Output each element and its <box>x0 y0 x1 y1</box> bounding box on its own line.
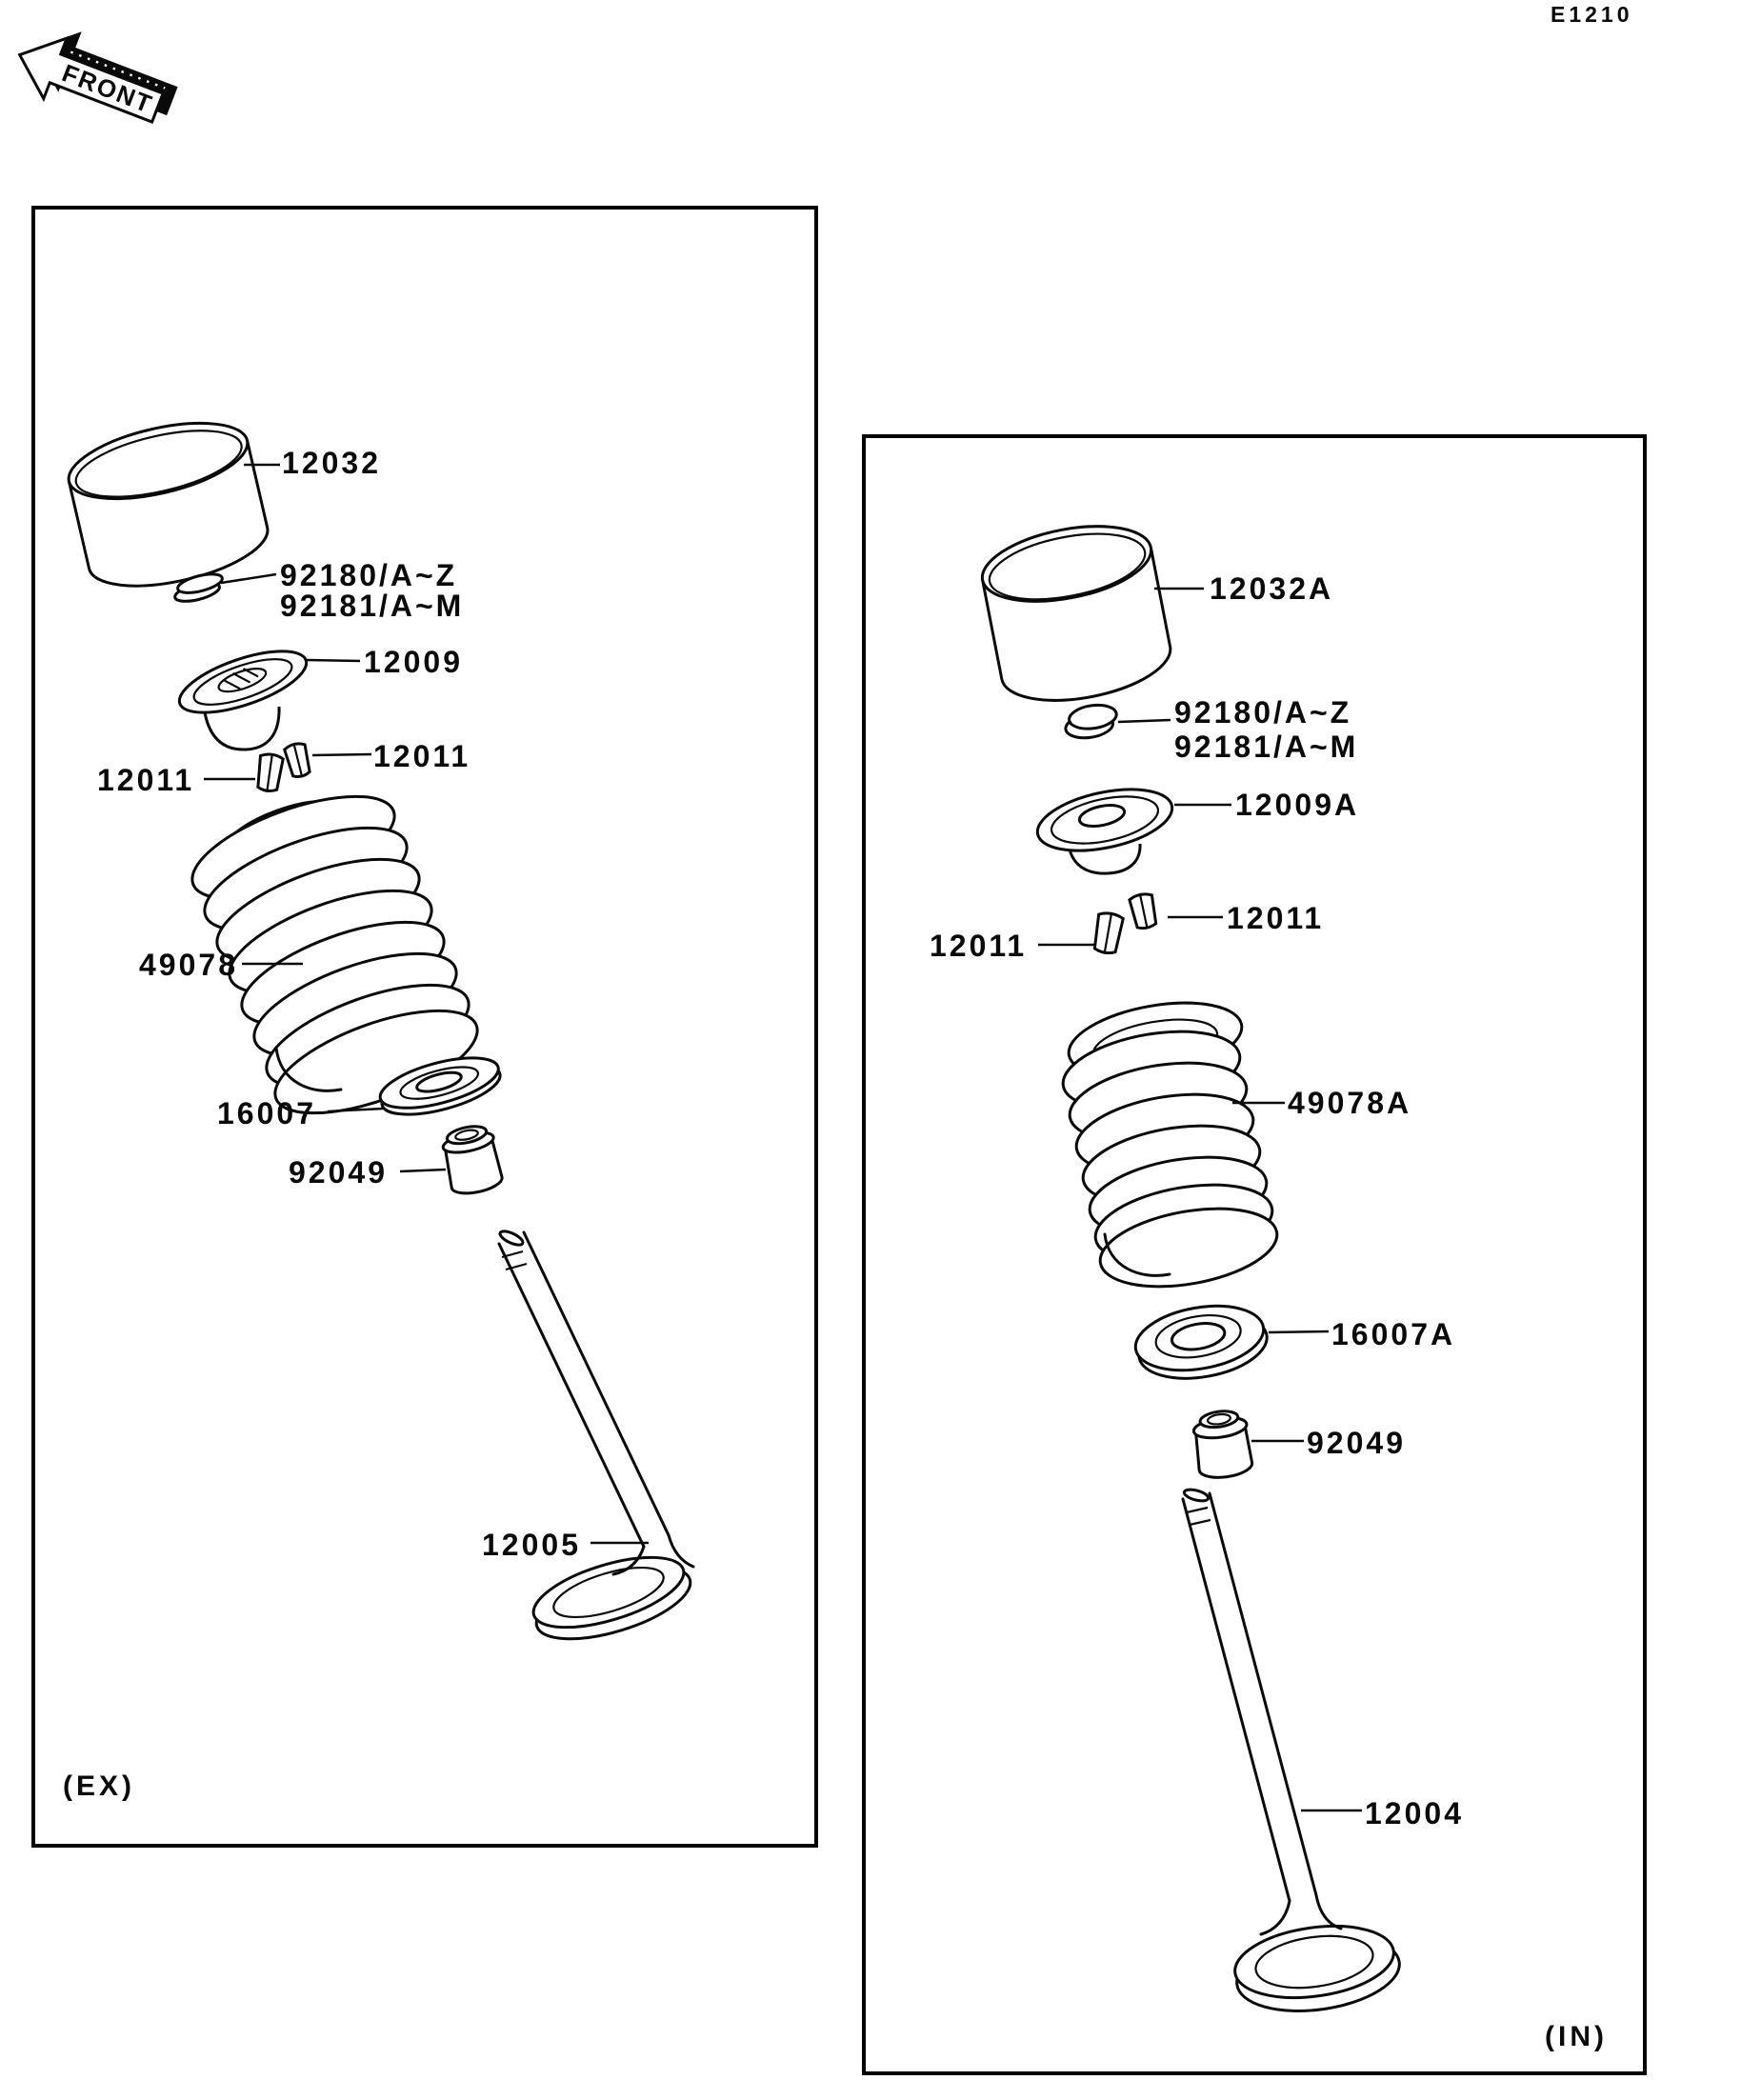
ex-label-retainer: 12009 <box>364 645 463 679</box>
ex-label-shim-a: 92180/A~Z <box>280 558 458 592</box>
ex-label-spring: 49078 <box>139 948 238 982</box>
ex-label-valve: 12005 <box>482 1528 581 1562</box>
exhaust-panel-box <box>31 206 818 1848</box>
in-label-tappet: 12032A <box>1210 571 1334 606</box>
ex-caption: (EX) <box>63 1770 135 1802</box>
front-arrow: FRONT <box>17 31 178 124</box>
ex-leader-retainer <box>306 658 361 663</box>
ex-leader-keeper-right <box>311 752 372 757</box>
ex-label-shim-b: 92181/A~M <box>280 589 465 623</box>
in-spring-drawing <box>1061 1001 1279 1289</box>
in-retainer-drawing <box>1035 788 1174 875</box>
ex-spring-drawing <box>190 794 479 1115</box>
ex-keeper-right-drawing <box>282 742 311 778</box>
in-label-shim-a: 92180/A~Z <box>1174 695 1352 730</box>
ex-label-keeper-left: 12011 <box>97 763 195 797</box>
ex-retainer-drawing <box>177 650 309 751</box>
in-label-spring-seat: 16007A <box>1331 1317 1456 1351</box>
in-leader-shim <box>1117 718 1171 724</box>
in-shim-drawing <box>1064 703 1118 740</box>
ex-shim-drawing <box>173 572 224 603</box>
ex-leader-valve-seal <box>399 1168 447 1173</box>
in-label-valve-seal: 92049 <box>1307 1426 1406 1460</box>
intake-panel-box <box>862 434 1647 2075</box>
in-keeper-left-drawing <box>1092 911 1125 955</box>
in-label-spring: 49078A <box>1288 1086 1412 1120</box>
ex-valve-seal-drawing <box>441 1125 504 1195</box>
in-caption: (IN) <box>1545 2021 1608 2052</box>
ex-leader-spring-seat <box>327 1107 384 1113</box>
ex-label-tappet: 12032 <box>282 446 381 480</box>
in-leader-spring-seat <box>1268 1330 1330 1334</box>
in-tappet-drawing <box>980 525 1172 702</box>
ex-spring-seat-drawing <box>378 1056 502 1116</box>
in-label-shim-b: 92181/A~M <box>1174 730 1359 764</box>
in-keeper-right-drawing <box>1128 892 1158 930</box>
page-code: E1210 <box>1551 2 1633 27</box>
ex-keeper-left-drawing <box>256 752 285 793</box>
ex-label-keeper-right: 12011 <box>373 739 471 773</box>
ex-tappet-drawing <box>67 421 270 588</box>
ex-label-valve-seal: 92049 <box>289 1155 388 1190</box>
in-spring-seat-drawing <box>1133 1304 1269 1380</box>
in-label-keeper-left: 12011 <box>930 929 1028 963</box>
in-label-retainer: 12009A <box>1235 788 1360 822</box>
in-valve-seal-drawing <box>1191 1410 1254 1479</box>
ex-leader-shim <box>220 572 277 585</box>
in-label-valve: 12004 <box>1365 1796 1464 1830</box>
ex-label-spring-seat: 16007 <box>217 1096 316 1130</box>
in-valve-drawing <box>1181 1488 1401 2012</box>
ex-valve-drawing <box>497 1230 695 1641</box>
in-label-keeper-right: 12011 <box>1227 901 1325 935</box>
